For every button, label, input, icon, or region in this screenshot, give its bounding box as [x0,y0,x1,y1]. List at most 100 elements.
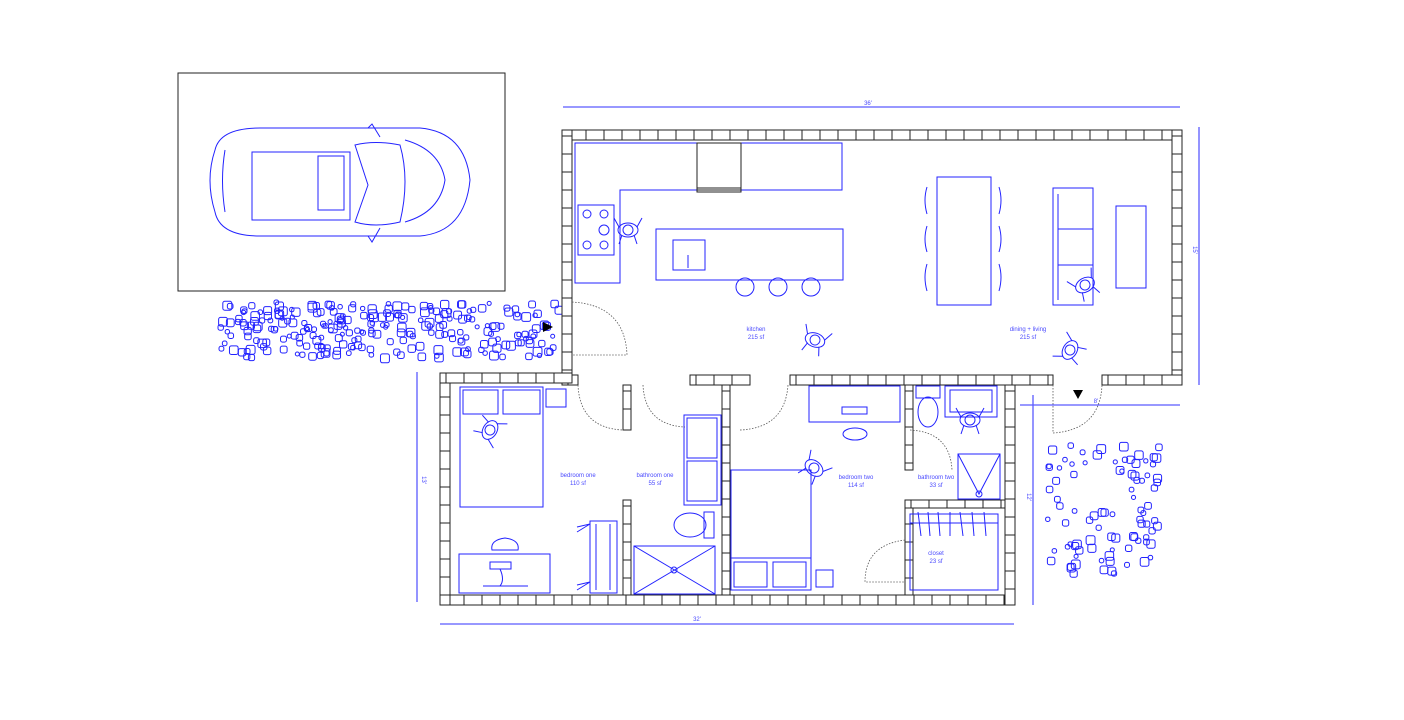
stone [1062,456,1068,463]
stone [360,329,366,336]
stone [428,307,435,314]
stone [1082,460,1088,466]
stone [434,352,444,363]
wall [721,384,731,596]
stone [1056,465,1063,471]
stone [490,322,501,332]
closet-rod [909,511,999,591]
stone [514,331,522,340]
stone [1112,459,1118,465]
stone [504,307,514,317]
stone [309,332,317,339]
stone [488,322,497,331]
stone [1152,473,1163,484]
stone [424,317,435,328]
stone [336,315,346,325]
toilet-icon [673,385,941,539]
stone [495,336,501,342]
room-labels: kitchen 215 sf dining + living 215 sf be… [560,327,1046,565]
stone [379,353,390,364]
stone [359,305,366,312]
stone [317,344,326,352]
stone [240,306,248,314]
stone [245,344,256,355]
stone [324,300,333,309]
stone [237,348,247,357]
stone [517,339,525,347]
stone [446,315,453,322]
kitchen-island [655,228,844,297]
stone [459,347,469,357]
stone [347,342,355,351]
stone [218,345,225,352]
stone [479,340,489,349]
stone [1107,532,1116,541]
stone [250,316,259,326]
stone [1070,470,1078,479]
stone [1069,569,1078,578]
car-icon [209,123,471,243]
stone [334,334,343,343]
dimension-entry: 8' [1094,399,1098,405]
stone [368,329,376,338]
stone [299,351,306,358]
stone [1127,469,1137,479]
stone [286,333,292,339]
room-area: 23 sf [929,559,942,565]
stone [1046,556,1056,566]
stone [521,330,529,338]
stone [1064,543,1071,550]
stone [372,329,382,339]
stone [528,329,538,339]
sofa-icon [1052,187,1147,306]
stone [228,345,239,355]
stone [417,317,424,324]
stone [426,323,433,330]
stone [525,339,535,348]
person-icon [473,414,508,449]
stone [1143,458,1149,464]
person-icons [473,217,1101,485]
stone [1053,495,1061,503]
stone [301,319,308,327]
stone [488,337,497,347]
stone [1139,477,1145,484]
stone [1137,519,1146,528]
stone [222,300,233,311]
stone [385,312,394,322]
person-icon [1066,267,1101,302]
stone [1121,456,1129,463]
stone [267,317,274,324]
stone [1110,570,1118,577]
stone [470,306,477,313]
stone [399,336,407,345]
stone [505,340,516,351]
stone [1047,445,1058,455]
stone [497,322,505,330]
stone [258,317,266,324]
stone [279,345,288,354]
room-name: closet [928,551,944,557]
stone [225,318,235,328]
stone [348,304,357,313]
stone [224,329,231,335]
stone [435,323,444,332]
stone [345,329,353,337]
person-icon [801,323,833,357]
stone [415,341,425,351]
stone [530,333,537,340]
stone [477,304,487,313]
stone [514,339,522,347]
stone [482,350,488,356]
wall [561,129,573,386]
stone [386,338,394,346]
stone [350,344,356,351]
stone [253,337,260,344]
stone [514,311,521,318]
stone [304,323,313,333]
stone [273,299,280,306]
stone [1148,527,1156,535]
stone [250,311,260,321]
stone [240,321,249,331]
